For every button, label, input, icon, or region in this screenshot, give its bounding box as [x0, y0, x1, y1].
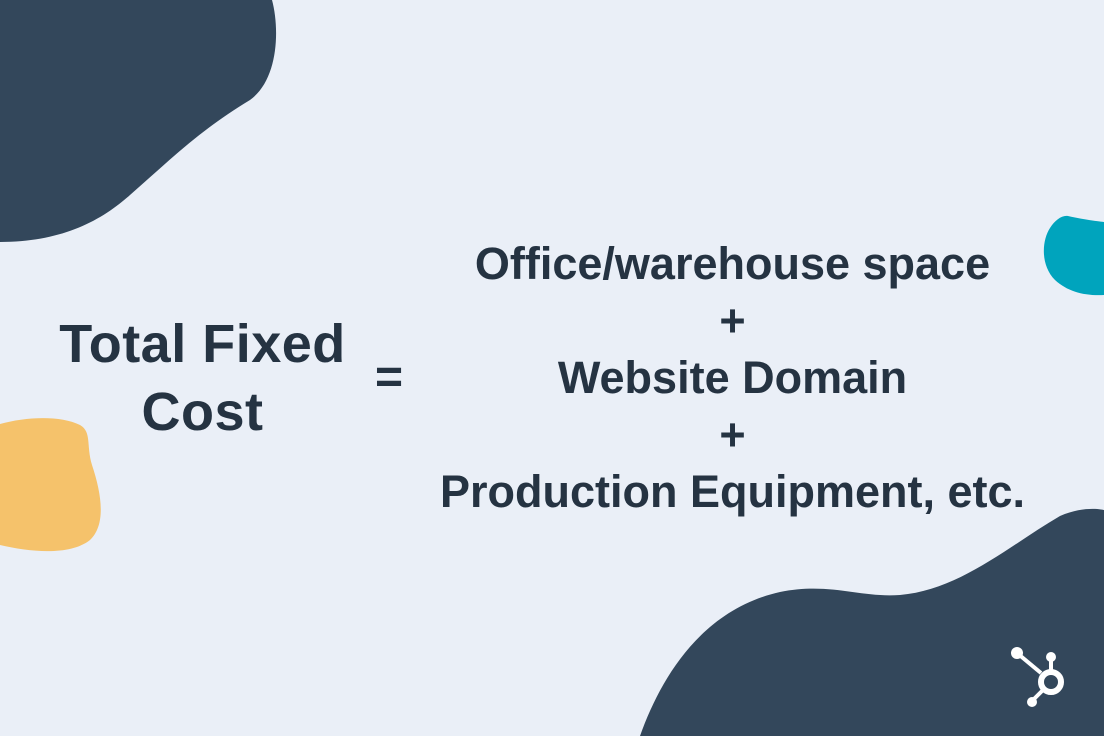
- rhs-term-production-equipment: Production Equipment, etc.: [439, 466, 1026, 517]
- yellow-blob-left: [0, 418, 101, 552]
- lhs-line-1: Total Fixed: [59, 314, 346, 374]
- teal-blob-right: [1043, 215, 1104, 296]
- navy-blob-bottom-right: [640, 508, 1104, 736]
- equals-sign: =: [375, 351, 404, 404]
- rhs-plus-1: +: [719, 295, 746, 346]
- rhs-plus-2: +: [719, 409, 746, 460]
- formula-rhs: Office/warehouse space + Website Domain …: [420, 235, 1045, 520]
- navy-blob-top-left: [0, 0, 277, 242]
- rhs-term-website-domain: Website Domain: [557, 352, 908, 403]
- lhs-line-2: Cost: [141, 382, 264, 442]
- formula-lhs: Total Fixed Cost: [30, 310, 375, 446]
- rhs-term-office-space: Office/warehouse space: [474, 238, 991, 289]
- hubspot-sprocket-icon: [1011, 647, 1064, 707]
